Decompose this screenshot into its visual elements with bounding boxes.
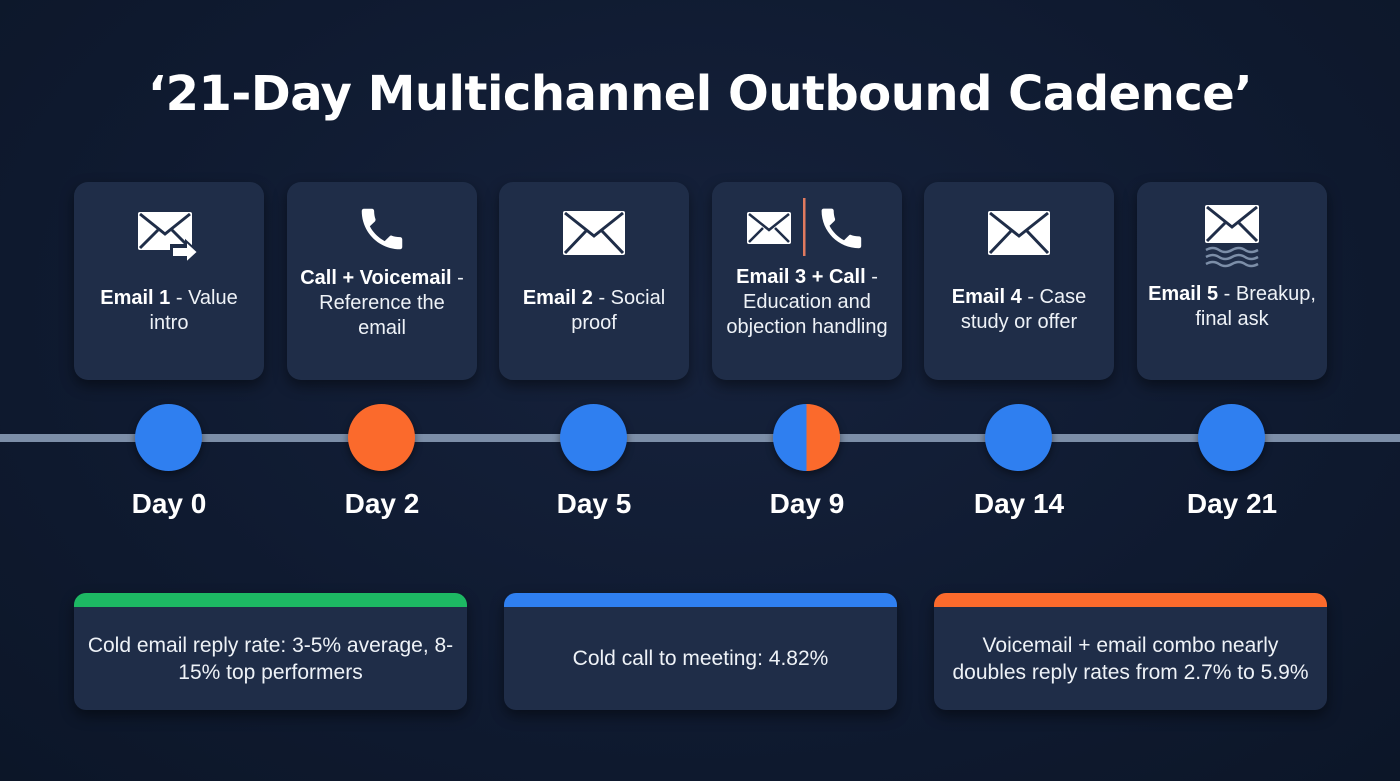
- accent-bar: [934, 593, 1327, 607]
- timeline-dot-email: [135, 404, 202, 471]
- stat-card-call-to-meeting: Cold call to meeting: 4.82%: [504, 593, 897, 710]
- timeline-dot-email: [560, 404, 627, 471]
- step-card-email-3-call: Email 3 + Call - Education and objection…: [712, 182, 902, 380]
- step-card-email-1: Email 1 - Value intro: [74, 182, 264, 380]
- accent-bar: [504, 593, 897, 607]
- email-icon: [924, 210, 1114, 256]
- step-card-email-2: Email 2 - Social proof: [499, 182, 689, 380]
- step-card-email-4: Email 4 - Case study or offer: [924, 182, 1114, 380]
- step-description: Email 2 - Social proof: [522, 287, 666, 334]
- day-label: Day 9: [769, 488, 845, 519]
- stat-text: Cold call to meeting: 4.82%: [572, 647, 829, 670]
- email-and-phone-icon: [712, 198, 902, 258]
- day-label: Day 2: [344, 488, 420, 519]
- step-description: Email 3 + Call - Education and objection…: [726, 266, 888, 338]
- stat-text: Voicemail + email combo nearly doubles r…: [952, 633, 1309, 684]
- step-description: Call + Voicemail - Reference the email: [300, 267, 464, 339]
- step-description: Email 4 - Case study or offer: [951, 286, 1087, 333]
- step-card-email-5: Email 5 - Breakup, final ask: [1137, 182, 1327, 380]
- day-label: Day 5: [556, 488, 632, 519]
- timeline-track: [0, 434, 1400, 442]
- accent-bar: [74, 593, 467, 607]
- phone-icon: [287, 202, 477, 256]
- timeline-dot-email: [1198, 404, 1265, 471]
- email-icon: [499, 210, 689, 256]
- day-label: Day 0: [131, 488, 207, 519]
- email-forward-icon: [74, 210, 264, 264]
- timeline-dot-email: [985, 404, 1052, 471]
- stat-card-voicemail-email-combo: Voicemail + email combo nearly doubles r…: [934, 593, 1327, 710]
- timeline-dot-email-call: [773, 404, 840, 471]
- page-title: ‘21-Day Multichannel Outbound Cadence’: [147, 66, 1253, 122]
- email-waves-icon: [1137, 204, 1327, 268]
- step-description: Email 1 - Value intro: [100, 287, 238, 334]
- stat-text: Cold email reply rate: 3-5% average, 8-1…: [87, 633, 454, 684]
- step-description: Email 5 - Breakup, final ask: [1148, 283, 1316, 330]
- day-label: Day 14: [973, 488, 1065, 519]
- step-card-call-voicemail: Call + Voicemail - Reference the email: [287, 182, 477, 380]
- stat-card-email-reply-rate: Cold email reply rate: 3-5% average, 8-1…: [74, 593, 467, 710]
- day-label: Day 21: [1186, 488, 1278, 519]
- timeline-dot-call: [348, 404, 415, 471]
